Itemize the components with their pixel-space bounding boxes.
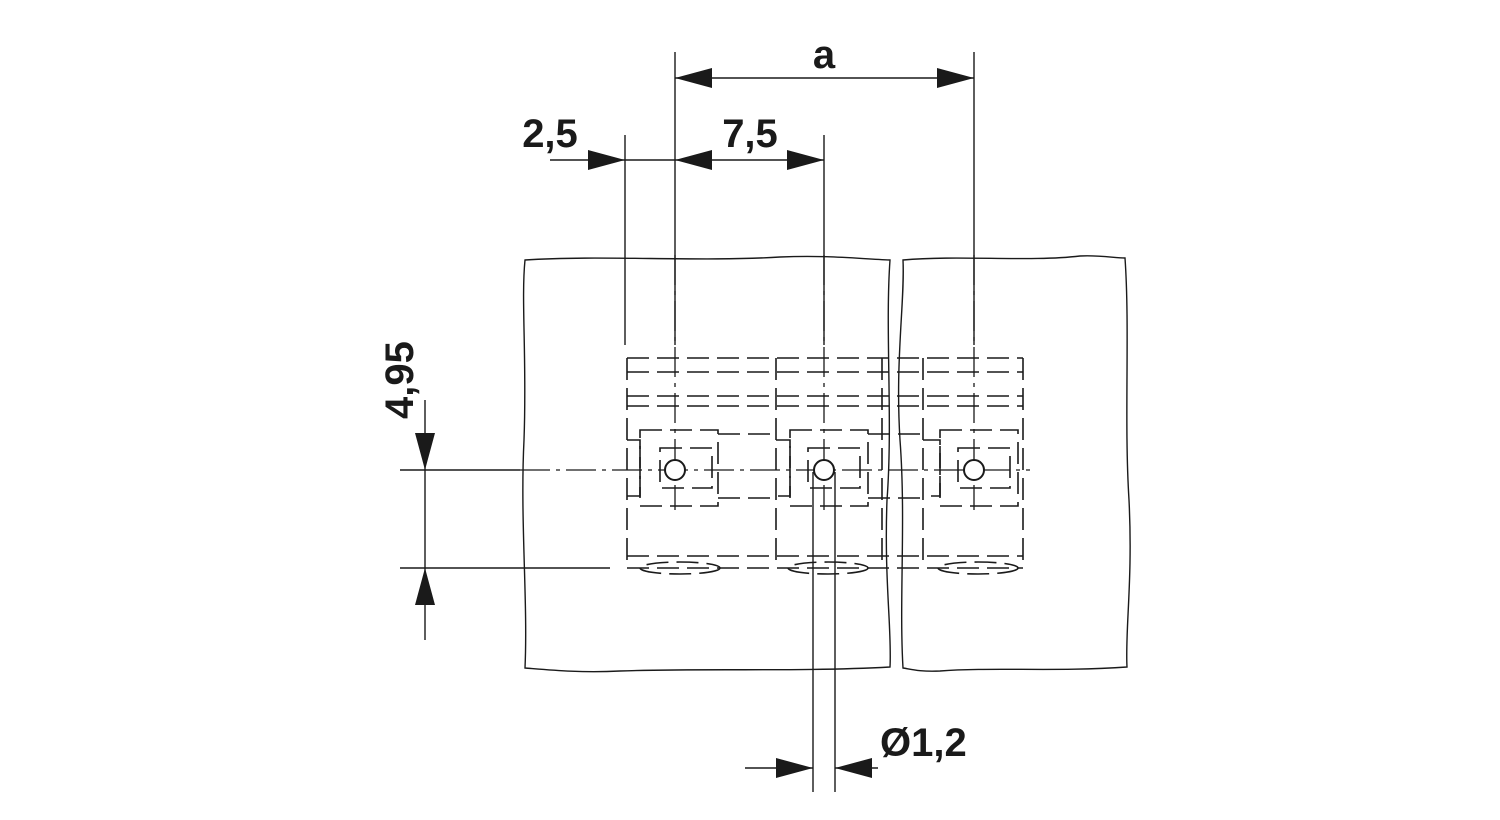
component-hidden-outline	[626, 357, 1024, 575]
dimension-row-offset: 4,95	[378, 341, 435, 640]
dimension-a: a	[675, 33, 974, 88]
extension-lines	[400, 52, 975, 792]
dimension-offset-label: 2,5	[522, 112, 578, 156]
hole-3	[963, 459, 985, 481]
dimension-hole-diameter-label: Ø1,2	[880, 721, 967, 765]
center-lines	[520, 255, 1030, 510]
dimension-row-offset-label: 4,95	[378, 341, 422, 419]
board-right-outline	[897, 255, 1131, 672]
dimension-offset: 2,5	[522, 112, 675, 170]
hole-2	[813, 459, 835, 481]
dimension-hole-diameter: Ø1,2	[745, 721, 967, 778]
dimension-pitch: 7,5	[675, 112, 824, 170]
board-left-outline	[522, 255, 891, 673]
dimension-a-label: a	[813, 33, 836, 77]
hole-1	[664, 459, 686, 481]
dimension-pitch-label: 7,5	[722, 112, 778, 156]
